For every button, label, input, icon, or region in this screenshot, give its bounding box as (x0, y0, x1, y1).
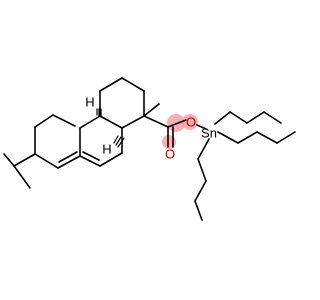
top-hydrogen-label: H (85, 94, 94, 109)
butyl-2-bond-1 (217, 131, 239, 144)
left-ring-double-bond-inner (58, 151, 78, 163)
middle-ring-bond-1 (79, 115, 101, 129)
chemical-structure-diagram: O O Sn H H (3, 77, 296, 221)
ester-bond-to-carbonyl (143, 115, 169, 128)
bond-layer (3, 77, 296, 221)
bottom-h-hash-2 (115, 136, 122, 146)
butyl-1-bond-1 (214, 111, 231, 125)
butyl-1-bond-3 (246, 111, 265, 124)
butyl-2-bond-2 (237, 131, 258, 144)
butyl-1-bond-2 (229, 111, 248, 124)
left-ring-bond-1 (34, 114, 54, 128)
methyl-bond (143, 103, 160, 117)
carbonyl-oxygen-label: O (165, 146, 175, 161)
left-ring-bond-2 (52, 114, 76, 127)
isopropyl-bond-3 (3, 153, 15, 167)
top-ring-bond-2 (99, 77, 123, 92)
label-layer: O O Sn H H (85, 94, 217, 161)
butyl-3-bond-1 (197, 138, 210, 160)
isopropyl-bond-1 (13, 153, 36, 167)
carbonyl-carbon-highlight (167, 114, 185, 132)
ester-oxygen-to-tin (196, 124, 207, 130)
top-ring-bond-3 (121, 77, 145, 92)
left-ring-bond-4 (34, 153, 59, 169)
butyl-1-bond-4 (263, 111, 282, 124)
bottom-hydrogen-label: H (102, 141, 111, 156)
butyl-3-bond-3 (194, 180, 207, 202)
tin-label: Sn (201, 125, 217, 140)
bottom-h-hash-1 (113, 135, 119, 144)
butyl-2-bond-4 (276, 131, 296, 144)
middle-ring-bond-2 (99, 115, 123, 129)
left-ring-double-bond-outer (57, 155, 81, 169)
top-ring-bond-5 (121, 115, 145, 129)
bottom-h-hash-3 (117, 137, 125, 148)
ester-oxygen-label: O (186, 114, 196, 129)
butyl-3-bond-4 (194, 200, 203, 221)
middle-ring-double-bond-outer (79, 155, 101, 167)
butyl-2-bond-3 (256, 131, 278, 144)
butyl-3-bond-2 (197, 158, 207, 182)
molecule-svg: O O Sn H H (3, 77, 296, 221)
isopropyl-bond-2 (13, 165, 31, 189)
middle-ring-double-bond-inner (82, 151, 100, 161)
middle-ring-bond-4 (99, 152, 123, 167)
ester-oxygen-highlight (182, 114, 198, 130)
stereo-layer (96, 108, 125, 148)
carbonyl-to-ester-oxygen (167, 119, 187, 128)
